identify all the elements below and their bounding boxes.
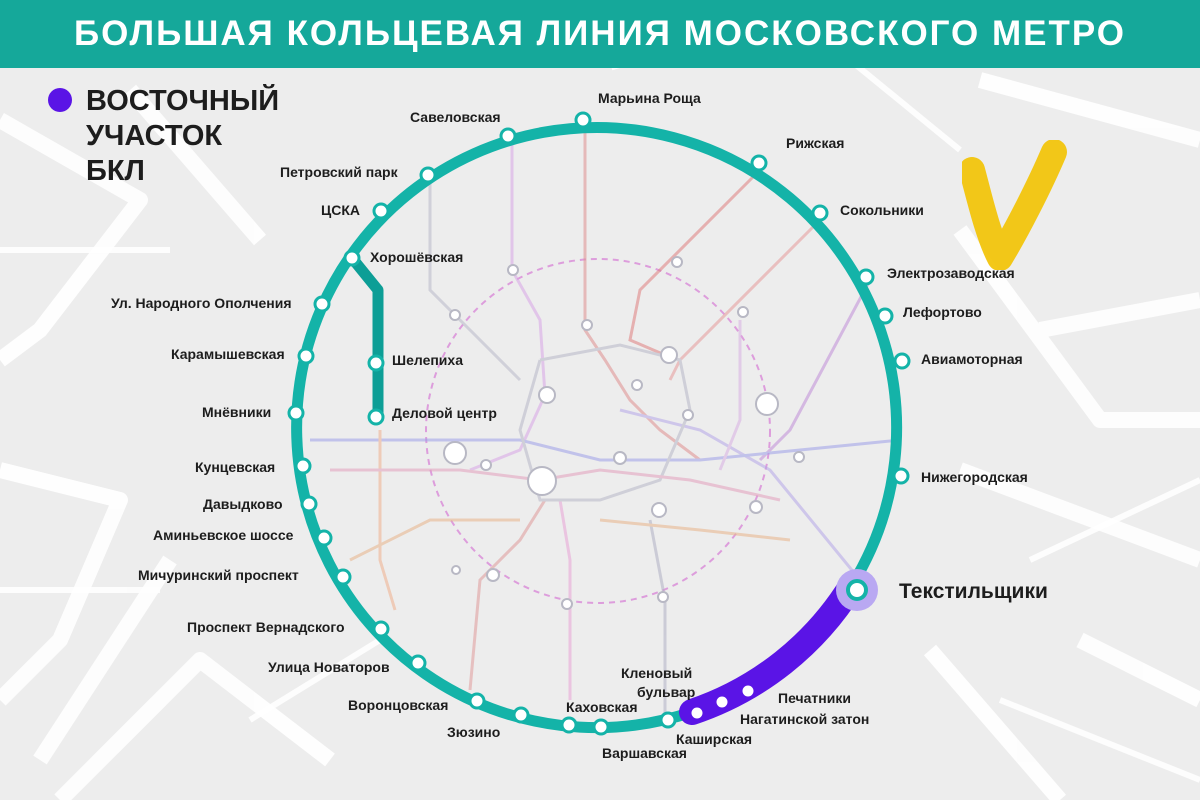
- station-label-rizhskaya: Рижская: [786, 135, 844, 151]
- station-dot-nizhegorodskaya: [892, 467, 910, 485]
- station-label-varshavskaya: Варшавская: [602, 745, 687, 761]
- station-labels: Марьина Роща Рижская Сокольники Электроз…: [111, 90, 1048, 761]
- street-background-thin: [0, 57, 1200, 783]
- legend-color-dot: [48, 88, 72, 112]
- station-label-pechatniki: Печатники: [778, 690, 851, 706]
- station-dot-tekstilshchiki: [846, 579, 868, 601]
- checkmark-logo-icon: [962, 140, 1067, 270]
- station-label-shelepikha: Шелепиха: [392, 352, 463, 368]
- station-label-klenovy-bulvar-line1: Кленовый: [621, 665, 692, 681]
- station-dot-varshavskaya: [592, 718, 610, 736]
- station-label-klenovy-bulvar-line2: бульвар: [637, 684, 695, 700]
- station-label-petrovsky-park: Петровский парк: [280, 164, 399, 180]
- station-dot-rizhskaya: [750, 154, 768, 172]
- station-label-prospekt-vernadskogo: Проспект Вернадского: [187, 619, 345, 635]
- station-dot-kashirskaya: [659, 711, 677, 729]
- station-dot-shelepikha: [367, 354, 385, 372]
- station-dot-davydkovo: [300, 495, 318, 513]
- station-label-davydkovo: Давыдково: [203, 496, 283, 512]
- station-label-ulitsa-novatorov: Улица Новаторов: [268, 659, 390, 675]
- station-label-zyuzino: Зюзино: [447, 724, 500, 740]
- station-dot-savyolovskaya: [499, 127, 517, 145]
- legend: ВОСТОЧНЫЙ УЧАСТОК БКЛ: [48, 84, 279, 189]
- station-dot-ul-narodnogo-opolcheniya: [313, 295, 331, 313]
- station-label-tsska: ЦСКА: [321, 202, 360, 218]
- network-nodes: [443, 256, 805, 610]
- station-dot-pechatniki: [739, 682, 757, 700]
- legend-text: ВОСТОЧНЫЙ УЧАСТОК БКЛ: [86, 84, 279, 189]
- station-dot-mnevniki: [287, 404, 305, 422]
- station-label-kashirskaya: Каширская: [676, 731, 752, 747]
- central-circle-line: [425, 258, 771, 604]
- station-dot-zyuzino: [512, 706, 530, 724]
- east-station-markers: [688, 579, 868, 722]
- station-label-khoroshyovskaya: Хорошёвская: [370, 249, 463, 265]
- station-label-nizhegorodskaya: Нижегородская: [921, 469, 1028, 485]
- station-dot-karamyshevskaya: [297, 347, 315, 365]
- station-dot-maryina-roshcha: [574, 111, 592, 129]
- station-dot-kuntsevskaya: [294, 457, 312, 475]
- station-dot-elektrozavodskaya: [857, 268, 875, 286]
- station-markers: [287, 111, 911, 736]
- station-label-kakhovskaya: Каховская: [566, 699, 638, 715]
- station-dot-michurinsky-prospekt: [334, 568, 352, 586]
- station-label-tekstilshchiki: Текстильщики: [899, 580, 1048, 603]
- station-dot-nagatinsky-zaton: [713, 693, 731, 711]
- station-label-karamyshevskaya: Карамышевская: [171, 346, 285, 362]
- station-dot-aviamotornaya: [893, 352, 911, 370]
- legend-line-2: УЧАСТОК: [86, 120, 223, 152]
- station-label-delovoy-tsentr: Деловой центр: [392, 405, 497, 421]
- station-label-ul-narodnogo-opolcheniya: Ул. Народного Ополчения: [111, 295, 292, 311]
- station-dot-delovoy-tsentr: [367, 408, 385, 426]
- station-dot-vorontsovskaya: [468, 692, 486, 710]
- station-label-maryina-roshcha: Марьина Роща: [598, 90, 701, 106]
- station-dot-prospekt-vernadskogo: [372, 620, 390, 638]
- station-label-aviamotornaya: Авиамоторная: [921, 351, 1023, 367]
- station-label-mnevniki: Мнёвники: [202, 404, 271, 420]
- station-dot-ulitsa-novatorov: [409, 654, 427, 672]
- station-label-lefortovo: Лефортово: [903, 304, 982, 320]
- station-dot-tsska: [372, 202, 390, 220]
- bkl-ring-line: [291, 122, 903, 734]
- station-label-kuntsevskaya: Кунцевская: [195, 459, 275, 475]
- legend-line-3: БКЛ: [86, 155, 145, 187]
- station-label-elektrozavodskaya: Электрозаводская: [887, 265, 1015, 281]
- header-banner: БОЛЬШАЯ КОЛЬЦЕВАЯ ЛИНИЯ МОСКОВСКОГО МЕТР…: [0, 0, 1200, 68]
- station-dot-aminyevskoye-shosse: [315, 529, 333, 547]
- legend-line-1: ВОСТОЧНЫЙ: [86, 85, 280, 117]
- station-dot-petrovsky-park: [419, 166, 437, 184]
- station-label-nagatinsky-zaton: Нагатинской затон: [740, 711, 869, 727]
- station-label-michurinsky-prospekt: Мичуринский проспект: [138, 567, 299, 583]
- station-dot-sokolniki: [811, 204, 829, 222]
- station-label-sokolniki: Сокольники: [840, 202, 924, 218]
- station-dot-kakhovskaya: [560, 716, 578, 734]
- station-dot-lefortovo: [876, 307, 894, 325]
- station-dot-klenovy-bulvar: [688, 704, 706, 722]
- station-label-aminyevskoye-shosse: Аминьевское шоссе: [153, 527, 294, 543]
- page-title: БОЛЬШАЯ КОЛЬЦЕВАЯ ЛИНИЯ МОСКОВСКОГО МЕТР…: [74, 14, 1126, 53]
- station-dot-khoroshyovskaya: [343, 249, 361, 267]
- station-label-vorontsovskaya: Воронцовская: [348, 697, 448, 713]
- station-label-savyolovskaya: Савеловская: [410, 109, 501, 125]
